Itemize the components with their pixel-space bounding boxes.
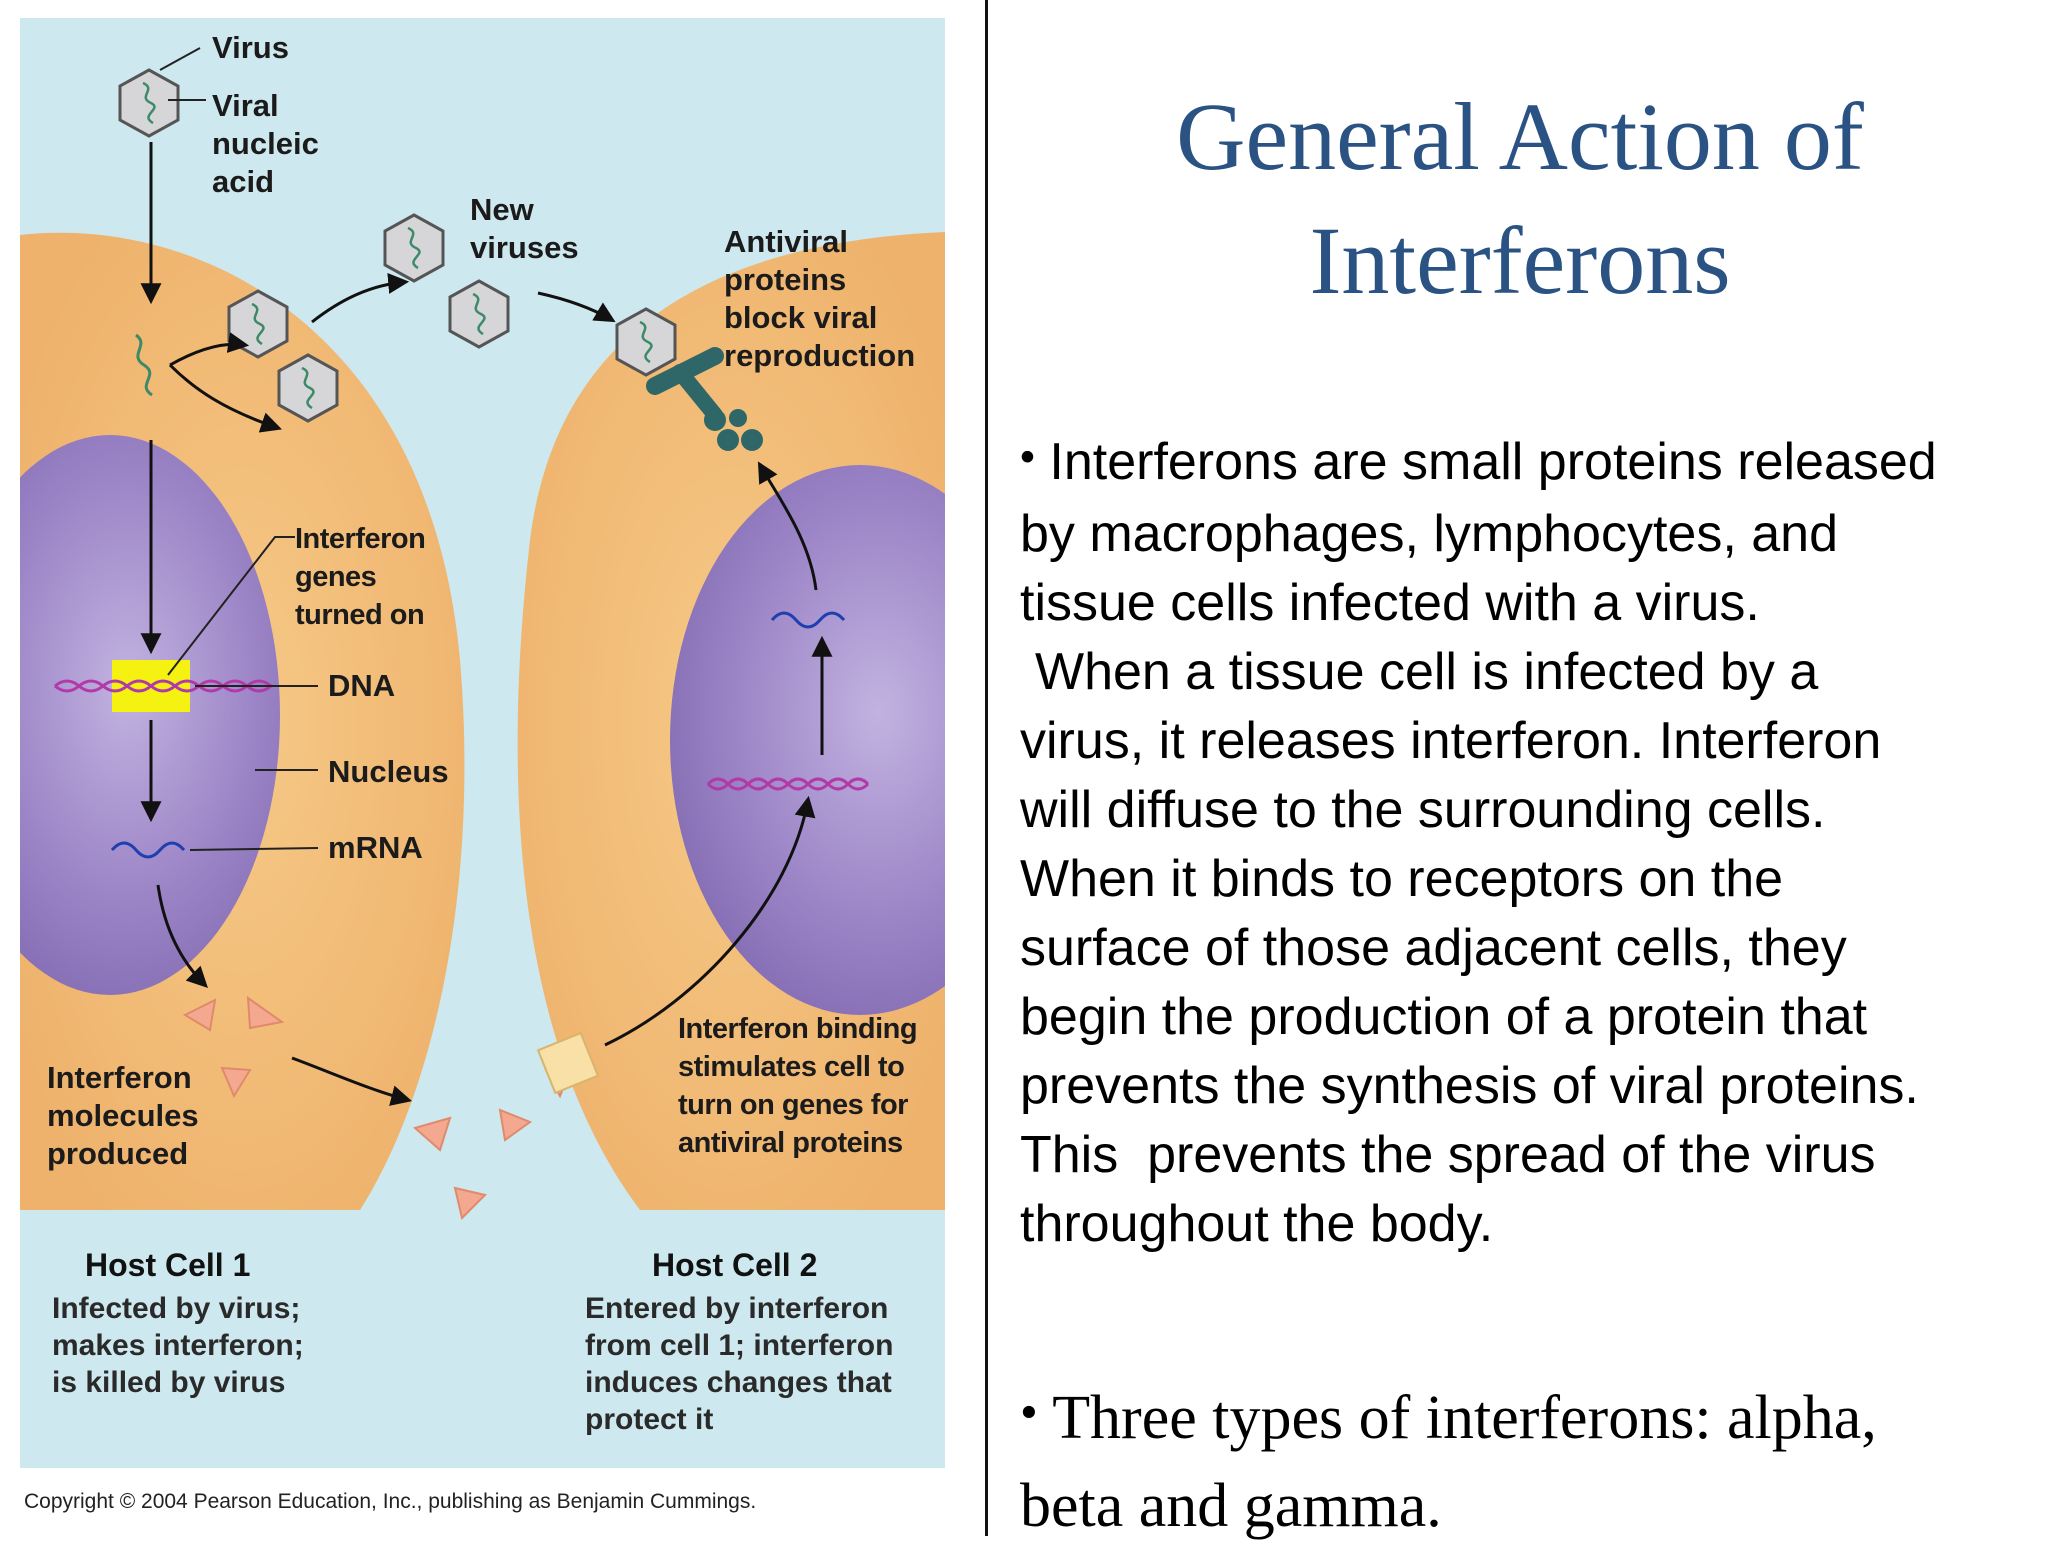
- host-cell-1-nucleus: [20, 435, 280, 995]
- label-interferon-genes-3: turned on: [295, 599, 424, 631]
- interferon-figure: Virus Viral nucleic acid New viruses Ant…: [0, 0, 985, 1536]
- dna-strand-cell-1-b: [54, 679, 272, 693]
- host-cell-2-caption-1: Entered by interferon: [585, 1292, 888, 1325]
- host-cell-2-caption-4: protect it: [585, 1403, 713, 1436]
- copyright-notice: Copyright © 2004 Pearson Education, Inc.…: [24, 1490, 756, 1513]
- dna-strand-cell-1: [54, 679, 272, 693]
- label-binding-2: stimulates cell to: [678, 1051, 904, 1083]
- label-antiviral-2: proteins: [724, 262, 846, 297]
- label-viral-nucleic-acid-1: Viral: [212, 88, 279, 123]
- host-cell-1-caption-3: is killed by virus: [52, 1366, 285, 1399]
- arrow-replicate: [168, 363, 282, 433]
- host-cell-2-caption-3: induces changes that: [585, 1366, 892, 1399]
- bullet-1-line-12: throughout the body.: [1020, 1195, 1494, 1253]
- label-viral-nucleic-acid-3: acid: [212, 164, 274, 199]
- label-interferon-genes-1: Interferon: [295, 523, 425, 555]
- new-virus-icon: [277, 353, 339, 423]
- label-new-viruses-2: viruses: [470, 230, 579, 265]
- host-cell-1-caption-1: Infected by virus;: [52, 1292, 300, 1325]
- bullet-1-line-2: by macrophages, lymphocytes, and: [1020, 505, 1838, 563]
- virus-icon: [118, 68, 180, 138]
- arrow-to-interferon: [156, 884, 208, 988]
- bullet-1-line-8: surface of those adjacent cells, they: [1020, 919, 1847, 977]
- label-mrna: mRNA: [328, 830, 423, 865]
- label-virus: Virus: [212, 30, 289, 65]
- host-cell-2-nucleus: [670, 465, 945, 1015]
- arrow-replicate-2: [169, 332, 250, 367]
- bullet-1-line-11: This prevents the spread of the virus: [1020, 1126, 1876, 1184]
- dna-strand-cell-2-b: [706, 777, 870, 791]
- label-dna: DNA: [328, 668, 395, 703]
- label-binding-1: Interferon binding: [678, 1013, 917, 1045]
- label-interferon-genes-2: genes: [295, 561, 376, 593]
- arrow-mrna-to-protein: [757, 461, 818, 591]
- viral-nucleic-acid-icon: [134, 333, 153, 397]
- bullet-dot-icon: •: [1020, 433, 1035, 482]
- bullet-2-line-2: beta and gamma.: [1020, 1472, 1442, 1540]
- label-interferon-molecules-3: produced: [47, 1136, 188, 1171]
- slide-title-line-2: Interferons: [1309, 207, 1731, 314]
- mrna-cell-2: [770, 611, 846, 629]
- bullet-1-line-4: When a tissue cell is infected by a: [1035, 643, 1819, 701]
- interferon-receptor: [536, 1031, 600, 1095]
- bullet-1-line-7: When it binds to receptors on the: [1020, 850, 1784, 908]
- new-virus-icon: [448, 279, 510, 349]
- label-antiviral-4: reproduction: [724, 338, 915, 373]
- label-antiviral-3: block viral: [724, 300, 877, 335]
- arrow-release-viruses: [311, 272, 410, 324]
- arrow-virus-to-cell-2: [537, 291, 616, 323]
- label-nucleus: Nucleus: [328, 754, 449, 789]
- label-viral-nucleic-acid-2: nucleic: [212, 126, 319, 161]
- bullet-1-line-1: Interferons are small proteins released: [1049, 433, 1937, 491]
- blocked-virus-icon: [615, 307, 677, 377]
- host-cell-1-title: Host Cell 1: [85, 1247, 250, 1283]
- bullet-dot-icon: •: [1020, 1383, 1038, 1440]
- antiviral-protein-icon: [646, 347, 763, 451]
- bullet-1-line-10: prevents the synthesis of viral proteins…: [1020, 1057, 1919, 1115]
- label-binding-4: antiviral proteins: [678, 1127, 903, 1159]
- label-new-viruses-1: New: [470, 192, 535, 227]
- bullet-interferon-description: • Interferons are small proteins release…: [1020, 428, 2032, 1259]
- mrna-cell-1: [110, 841, 186, 859]
- bullet-1-line-9: begin the production of a protein that: [1020, 988, 1868, 1046]
- slide-title: General Action of Interferons: [1020, 75, 2020, 323]
- interferon-molecules: [182, 995, 574, 1220]
- label-binding-3: turn on genes for: [678, 1089, 908, 1121]
- label-interferon-molecules-2: molecules: [47, 1098, 199, 1133]
- host-cell-2-caption-2: from cell 1; interferon: [585, 1329, 893, 1362]
- vertical-divider: [985, 0, 988, 1536]
- bullet-1-line-3: tissue cells infected with a virus.: [1020, 574, 1760, 632]
- bullet-1-line-6: will diffuse to the surrounding cells.: [1020, 781, 1826, 839]
- label-interferon-molecules-1: Interferon: [47, 1060, 192, 1095]
- label-antiviral-1: Antiviral: [724, 224, 848, 259]
- bullet-2-line-1: Three types of interferons: alpha,: [1052, 1384, 1877, 1452]
- bullet-interferon-types: • Three types of interferons: alpha, bet…: [1020, 1376, 2032, 1549]
- arrow-interferon-diffuse: [291, 1056, 413, 1106]
- host-cell-2-title: Host Cell 2: [652, 1247, 817, 1283]
- host-cell-1-caption-2: makes interferon;: [52, 1329, 304, 1362]
- new-virus-icon: [227, 289, 289, 359]
- new-virus-icon: [383, 213, 445, 283]
- slide-title-line-1: General Action of: [1176, 83, 1864, 190]
- bullet-1-line-5: virus, it releases interferon. Interfero…: [1020, 712, 1882, 770]
- arrow-binding: [604, 795, 816, 1047]
